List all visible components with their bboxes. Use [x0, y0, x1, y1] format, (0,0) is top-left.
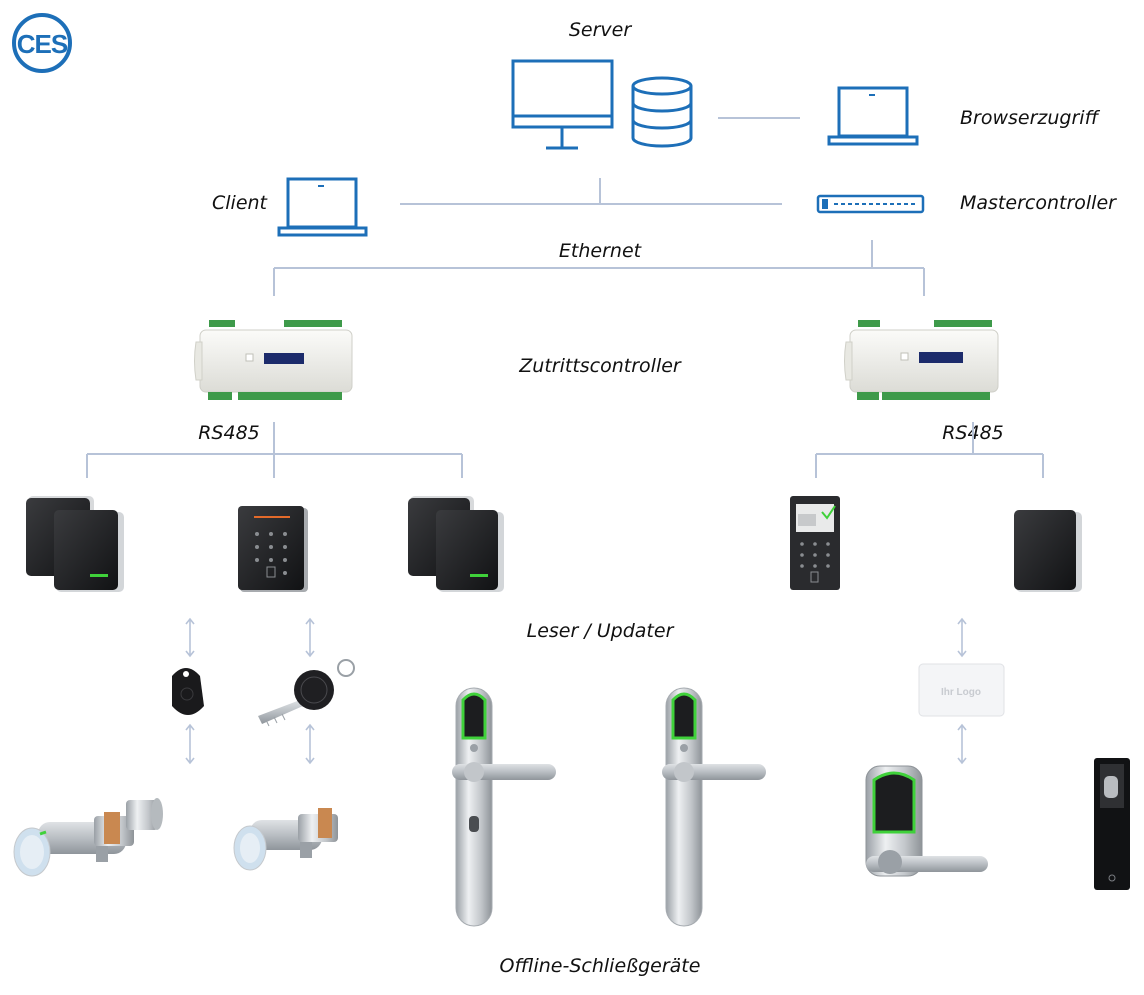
door-fitting-with-cylinder — [452, 687, 556, 927]
half-cylinder — [233, 808, 338, 871]
reader-pair-middle — [408, 496, 504, 592]
rs485-left-label: RS485 — [198, 422, 260, 444]
browser-label: Browserzugriff — [960, 107, 1101, 129]
display-keypad-reader — [790, 496, 840, 590]
client-laptop-icon — [277, 177, 368, 237]
double-arrow-icon — [185, 617, 967, 765]
logo-card-text: Ihr Logo — [941, 687, 981, 698]
keypad-reader — [238, 506, 308, 592]
key-fob-icon — [172, 668, 204, 715]
logo-card: Ihr Logo — [918, 663, 1005, 717]
door-fitting — [662, 687, 766, 927]
access-controller-right — [844, 320, 999, 400]
server-monitor-icon — [511, 59, 614, 150]
mastercontroller-icon — [816, 194, 925, 214]
key-with-fob-icon — [258, 659, 355, 727]
double-knob-cylinder — [13, 798, 163, 877]
reader-right — [1014, 510, 1082, 592]
server-label: Server — [569, 19, 632, 41]
database-icon — [631, 76, 693, 148]
reader-pair-left — [26, 496, 124, 592]
ces-logo-text: CES — [17, 29, 68, 59]
compact-lock — [865, 765, 988, 877]
ethernet-label: Ethernet — [559, 240, 643, 262]
ces-logo: CES — [12, 13, 72, 73]
wall-reader — [1094, 758, 1130, 890]
reader-updater-label: Leser / Updater — [527, 620, 675, 642]
offline-devices-label: Offline-Schließgeräte — [500, 955, 701, 977]
client-label: Client — [212, 192, 269, 214]
access-controller-label: Zutrittscontroller — [518, 355, 682, 377]
browser-laptop-icon — [827, 86, 919, 146]
access-controller-left — [194, 320, 353, 400]
mastercontroller-label: Mastercontroller — [960, 192, 1117, 214]
